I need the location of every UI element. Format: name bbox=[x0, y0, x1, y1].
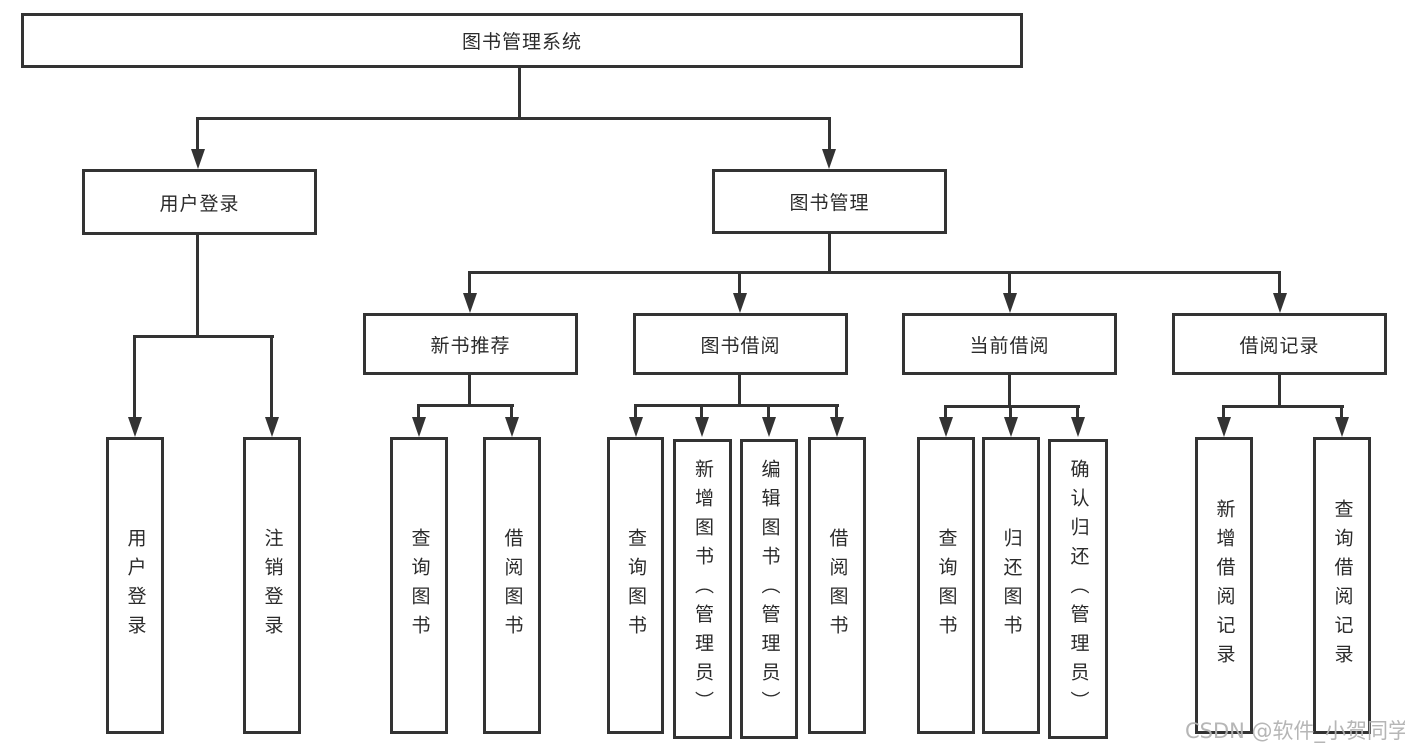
node-user-login: 用户登录 bbox=[82, 169, 317, 235]
connector-level3-rail bbox=[468, 271, 1281, 274]
arrow-down-icon bbox=[412, 417, 426, 437]
connector-stem bbox=[738, 375, 741, 406]
arrow-down-icon bbox=[128, 417, 142, 437]
arrow-down-icon bbox=[762, 417, 776, 437]
connector-leaf-drop bbox=[634, 404, 637, 419]
arrow-down-icon bbox=[733, 293, 747, 313]
connector-leaf-drop bbox=[1076, 405, 1079, 419]
node-label: 当前借阅 bbox=[969, 334, 1050, 357]
connector-leaf-drop bbox=[133, 335, 136, 419]
connector-user-login-drop bbox=[196, 117, 199, 151]
connector-root-stem bbox=[518, 68, 521, 118]
leaf-user-login: 用户登录 bbox=[106, 437, 164, 734]
leaf-label: 查询图书 bbox=[935, 527, 958, 644]
arrow-down-icon bbox=[1003, 293, 1017, 313]
connector-book-mgmt-stem bbox=[828, 234, 831, 274]
leaf-label: 归还图书 bbox=[1000, 527, 1023, 644]
connector-leaf-drop bbox=[767, 404, 770, 419]
leaf-add-books-admin: 新增图书（管理员） bbox=[673, 439, 732, 739]
arrow-down-icon bbox=[265, 417, 279, 437]
node-label: 图书管理系统 bbox=[461, 31, 582, 53]
connector-level3-drop bbox=[738, 271, 741, 296]
leaf-query-borrow-record: 查询借阅记录 bbox=[1313, 437, 1371, 734]
arrow-down-icon bbox=[1071, 417, 1085, 437]
leaf-label: 借阅图书 bbox=[826, 527, 849, 644]
connector-leaf-drop bbox=[270, 335, 273, 419]
connector-rail bbox=[944, 405, 1080, 408]
connector-rail bbox=[417, 404, 514, 407]
leaf-borrow-books-recommend: 借阅图书 bbox=[483, 437, 541, 734]
arrow-down-icon bbox=[463, 293, 477, 313]
leaf-label: 编辑图书（管理员） bbox=[758, 458, 781, 720]
connector-leaf-drop bbox=[417, 404, 420, 419]
connector-user-login-stem bbox=[196, 235, 199, 337]
leaf-edit-books-admin: 编辑图书（管理员） bbox=[740, 439, 798, 739]
connector-rail bbox=[634, 404, 839, 407]
watermark: CSDN @软件_小贺同学 bbox=[1185, 719, 1405, 743]
connector-stem bbox=[468, 375, 471, 406]
node-label: 借阅记录 bbox=[1239, 334, 1320, 357]
connector-leaf-drop bbox=[1340, 405, 1343, 419]
leaf-label: 查询图书 bbox=[408, 527, 431, 644]
connector-leaf-drop bbox=[510, 404, 513, 419]
leaf-confirm-return-admin: 确认归还（管理员） bbox=[1048, 439, 1108, 739]
connector-level3-drop bbox=[1008, 271, 1011, 296]
leaf-query-books-borrowing: 查询图书 bbox=[607, 437, 664, 734]
arrow-down-icon bbox=[822, 149, 836, 169]
connector-user-login-rail bbox=[133, 335, 274, 338]
node-label: 图书借阅 bbox=[700, 334, 781, 357]
arrow-down-icon bbox=[695, 417, 709, 437]
node-label: 图书管理 bbox=[789, 192, 870, 214]
connector-leaf-drop bbox=[835, 404, 838, 419]
leaf-query-books-current: 查询图书 bbox=[917, 437, 975, 734]
leaf-return-books: 归还图书 bbox=[982, 437, 1040, 734]
node-label: 用户登录 bbox=[159, 192, 240, 215]
node-borrowing-records: 借阅记录 bbox=[1172, 313, 1387, 375]
arrow-down-icon bbox=[1273, 293, 1287, 313]
connector-leaf-drop bbox=[1009, 405, 1012, 419]
connector-level3-drop bbox=[1278, 271, 1281, 296]
leaf-label: 新增借阅记录 bbox=[1213, 498, 1236, 673]
leaf-label: 新增图书（管理员） bbox=[692, 458, 714, 720]
node-book-borrowing: 图书借阅 bbox=[633, 313, 848, 375]
connector-rail bbox=[1222, 405, 1344, 408]
connector-level3-drop bbox=[468, 271, 471, 296]
arrow-down-icon bbox=[939, 417, 953, 437]
leaf-label: 注销登录 bbox=[261, 527, 284, 644]
connector-leaf-drop bbox=[1222, 405, 1225, 419]
arrow-down-icon bbox=[830, 417, 844, 437]
connector-level2-rail bbox=[196, 117, 831, 120]
leaf-logout: 注销登录 bbox=[243, 437, 301, 734]
leaf-label: 查询借阅记录 bbox=[1331, 498, 1354, 673]
arrow-down-icon bbox=[191, 149, 205, 169]
arrow-down-icon bbox=[505, 417, 519, 437]
node-book-management: 图书管理 bbox=[712, 169, 947, 234]
leaf-query-books-recommend: 查询图书 bbox=[390, 437, 448, 734]
leaf-label: 借阅图书 bbox=[501, 527, 524, 644]
arrow-down-icon bbox=[1335, 417, 1349, 437]
node-label: 新书推荐 bbox=[430, 334, 511, 357]
leaf-label: 查询图书 bbox=[625, 527, 647, 644]
arrow-down-icon bbox=[1217, 417, 1231, 437]
connector-leaf-drop bbox=[700, 404, 703, 419]
arrow-down-icon bbox=[1004, 417, 1018, 437]
connector-book-mgmt-drop bbox=[828, 117, 831, 151]
connector-stem bbox=[1008, 375, 1011, 407]
leaf-borrow-books-borrowing: 借阅图书 bbox=[808, 437, 866, 734]
node-current-borrowing: 当前借阅 bbox=[902, 313, 1117, 375]
leaf-label: 确认归还（管理员） bbox=[1067, 458, 1090, 720]
node-library-system: 图书管理系统 bbox=[21, 13, 1023, 68]
connector-stem bbox=[1278, 375, 1281, 407]
arrow-down-icon bbox=[629, 417, 643, 437]
leaf-add-borrow-record: 新增借阅记录 bbox=[1195, 437, 1253, 734]
leaf-label: 用户登录 bbox=[124, 527, 147, 644]
node-new-book-recommendation: 新书推荐 bbox=[363, 313, 578, 375]
connector-leaf-drop bbox=[944, 405, 947, 419]
